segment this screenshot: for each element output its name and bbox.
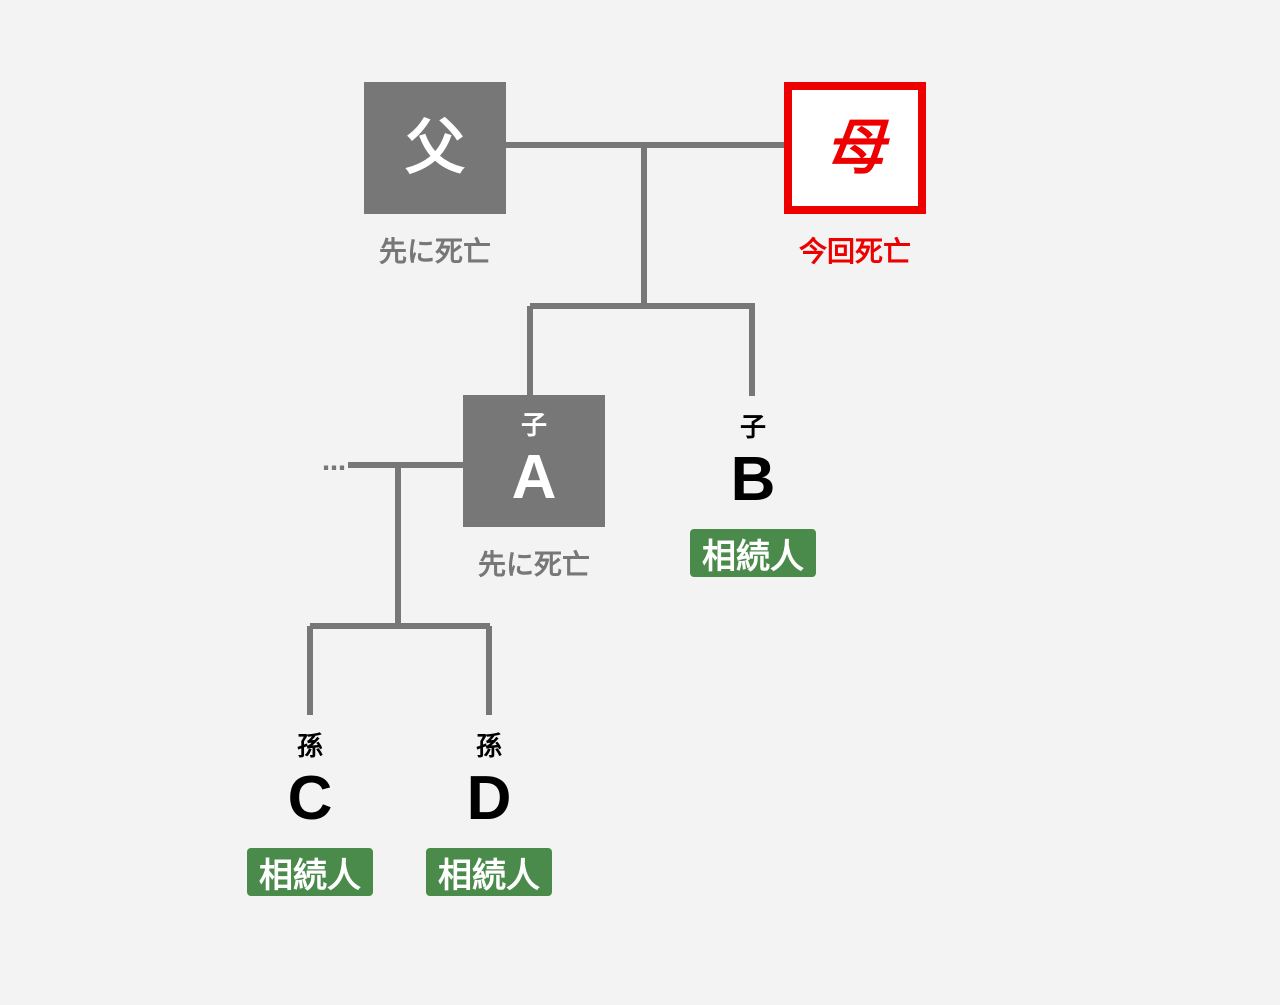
father-label: 父 [405, 113, 465, 183]
child-a-role: 子 [520, 411, 547, 441]
grandchild-d-node: 孫 D [428, 734, 550, 830]
child-b-letter: B [730, 445, 776, 514]
grandchild-c-heir-badge: 相続人 [247, 848, 373, 896]
child-b-heir-badge: 相続人 [690, 529, 816, 577]
child-a-letter: A [511, 443, 557, 512]
grandchild-c-node: 孫 C [249, 734, 371, 830]
child-b-role: 子 [739, 413, 766, 443]
father-box: 父 [364, 82, 506, 214]
father-caption: 先に死亡 [378, 235, 491, 268]
spouse-ellipsis: … [322, 448, 346, 476]
grandchild-d-letter: D [466, 764, 512, 833]
grandchild-d-heir-badge: 相続人 [426, 848, 552, 896]
child-a-caption: 先に死亡 [477, 548, 590, 581]
mother-caption: 今回死亡 [798, 235, 911, 268]
mother-label: 母 [825, 113, 885, 183]
child-b-node: 子 B [692, 415, 814, 511]
mother-box: 母 [784, 82, 926, 214]
child-a-box: 子 A [463, 395, 605, 527]
grandchild-d-role: 孫 [475, 732, 502, 762]
grandchild-c-letter: C [287, 764, 333, 833]
grandchild-c-role: 孫 [296, 732, 323, 762]
